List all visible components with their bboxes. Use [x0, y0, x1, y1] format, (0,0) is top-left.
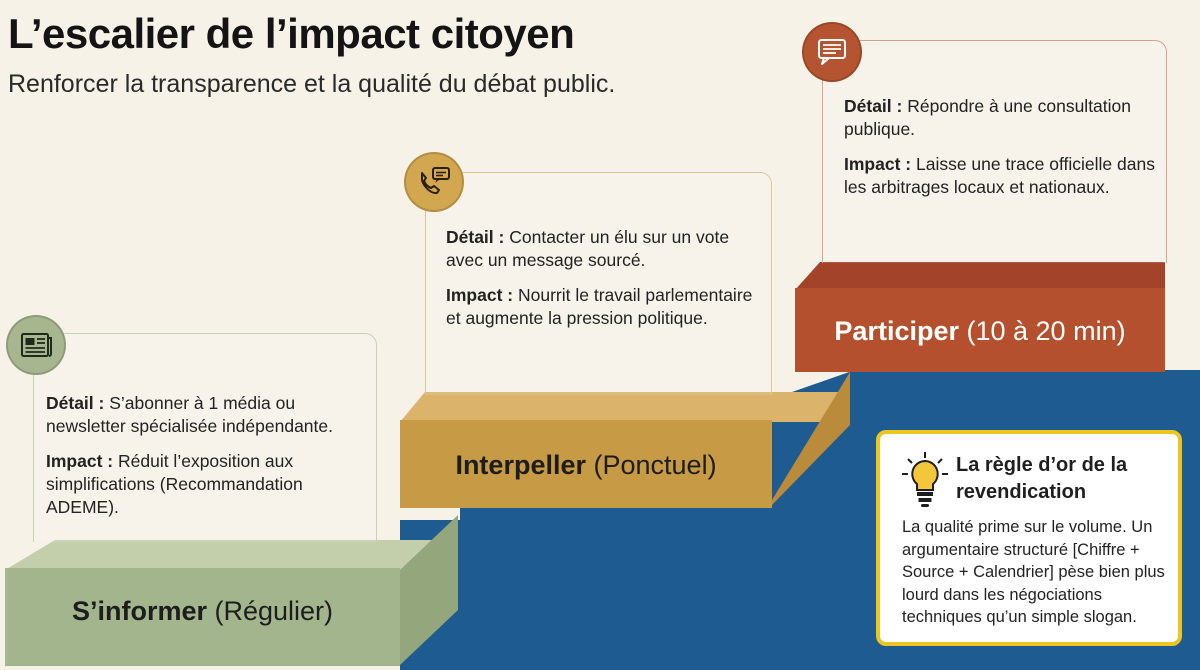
golden-rule-title: La règle d’or de la revendication: [956, 454, 1128, 503]
sinformer-detail: S’abonner à 1 média ou newsletter spécia…: [46, 393, 333, 436]
step-interpeller-front: [400, 420, 772, 508]
panel-sinformer: [33, 333, 377, 542]
detail-label: Détail :: [446, 227, 505, 247]
impact-label: Impact :: [446, 285, 514, 305]
impact-label: Impact :: [844, 154, 912, 174]
step-label-participer: Participer (10 à 20 min): [795, 316, 1165, 347]
step-interpeller-side: [772, 372, 850, 505]
step-participer-front: [795, 288, 1165, 372]
phone-message-icon: [404, 152, 464, 212]
participer-detail: Répondre à une consultation publique.: [844, 96, 1132, 139]
impact-label: Impact :: [46, 451, 114, 471]
page-subtitle: Renforcer la transparence et la qualité …: [8, 70, 616, 98]
step-sinformer-top: [5, 540, 458, 570]
step-name: Participer: [834, 316, 959, 346]
newspaper-icon: [6, 315, 66, 375]
step-name: S’informer: [71, 596, 207, 626]
step-sinformer-side: [400, 515, 458, 665]
golden-rule-box: La règle d’or de la revendication La qua…: [876, 430, 1182, 646]
step-participer-top: [795, 262, 1165, 290]
golden-rule-text: La qualité prime sur le volume. Un argum…: [902, 518, 1165, 626]
interpeller-impact: Nourrit le travail parlementaire et augm…: [446, 285, 753, 328]
step-qualifier: (Régulier): [214, 596, 334, 626]
step-qualifier: (10 à 20 min): [966, 316, 1126, 346]
panel-participer: [822, 40, 1167, 263]
step-qualifier: (Ponctuel): [593, 450, 717, 480]
detail-label: Détail :: [46, 393, 105, 413]
step-interpeller-top: [400, 392, 850, 422]
lightbulb-icon: [902, 452, 948, 507]
step-label-interpeller: Interpeller (Ponctuel): [400, 450, 772, 481]
step-name: Interpeller: [455, 450, 586, 480]
panel-interpeller: [425, 172, 772, 395]
participer-impact: Laisse une trace officielle dans les arb…: [844, 154, 1155, 197]
detail-label: Détail :: [844, 96, 903, 116]
step-label-sinformer: S’informer (Régulier): [5, 596, 400, 627]
sinformer-impact: Réduit l’exposition aux simplifications …: [46, 451, 303, 517]
sinformer-description: Détail : S’abonner à 1 média ou newslett…: [46, 392, 368, 531]
step-sinformer-front: [5, 568, 400, 666]
interpeller-detail: Contacter un élu sur un vote avec un mes…: [446, 227, 730, 270]
participer-description: Détail : Répondre à une consultation pub…: [844, 95, 1162, 211]
page-title: L’escalier de l’impact citoyen: [8, 10, 575, 57]
interpeller-description: Détail : Contacter un élu sur un vote av…: [446, 226, 768, 342]
speech-bubble-icon: [802, 22, 862, 82]
